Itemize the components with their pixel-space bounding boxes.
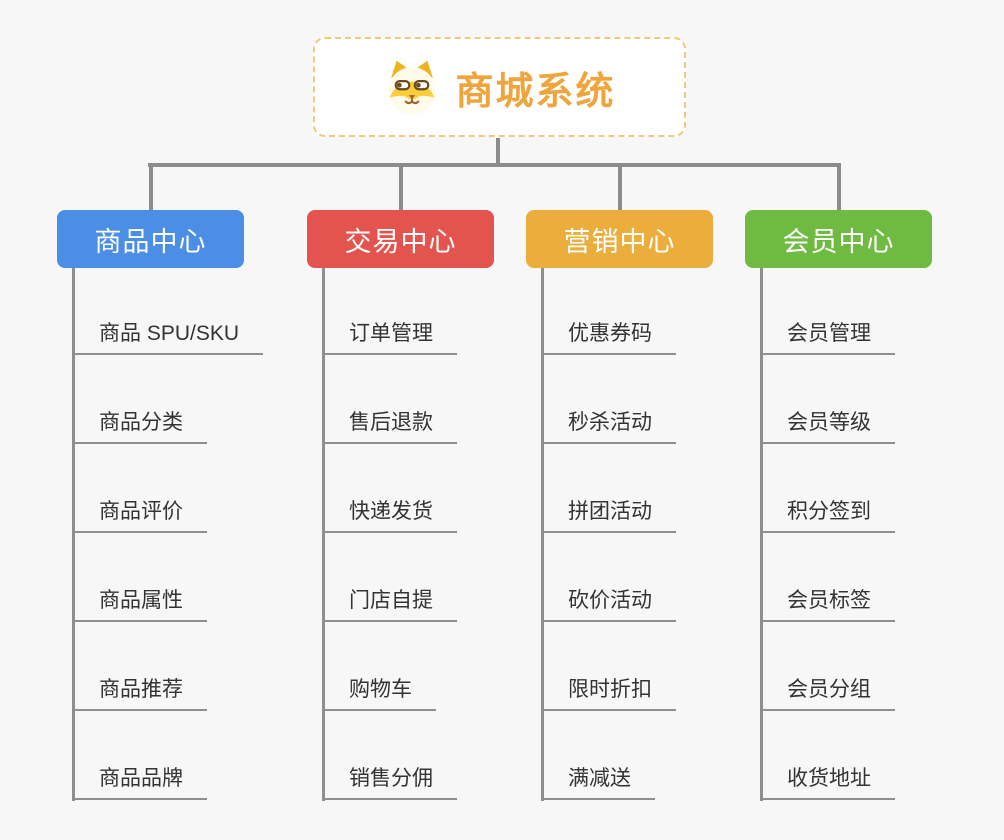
branch-spine: [72, 268, 75, 801]
branch-node-marketing-center[interactable]: 营销中心: [526, 210, 713, 268]
connector-drop-trade-center: [398, 163, 403, 210]
leaf-node-product-center-4[interactable]: 商品推荐: [72, 673, 207, 711]
leaf-node-member-center-3[interactable]: 会员标签: [760, 584, 895, 622]
leaf-node-marketing-center-3[interactable]: 砍价活动: [541, 584, 676, 622]
branch-node-trade-center[interactable]: 交易中心: [307, 210, 494, 268]
leaf-node-marketing-center-0[interactable]: 优惠券码: [541, 317, 676, 355]
leaf-node-member-center-4[interactable]: 会员分组: [760, 673, 895, 711]
leaf-node-trade-center-5[interactable]: 销售分佣: [322, 762, 457, 800]
dog-icon: [383, 58, 441, 116]
leaf-node-marketing-center-1[interactable]: 秒杀活动: [541, 406, 676, 444]
branch-spine: [322, 268, 325, 801]
leaf-node-product-center-1[interactable]: 商品分类: [72, 406, 207, 444]
branch-node-product-center[interactable]: 商品中心: [57, 210, 244, 268]
connector-drop-member-center: [836, 163, 841, 210]
leaf-node-product-center-2[interactable]: 商品评价: [72, 495, 207, 533]
leaf-node-member-center-2[interactable]: 积分签到: [760, 495, 895, 533]
leaf-node-product-center-0[interactable]: 商品 SPU/SKU: [72, 317, 264, 355]
leaf-node-marketing-center-4[interactable]: 限时折扣: [541, 673, 676, 711]
leaf-node-member-center-0[interactable]: 会员管理: [760, 317, 895, 355]
leaf-node-member-center-1[interactable]: 会员等级: [760, 406, 895, 444]
leaf-node-trade-center-1[interactable]: 售后退款: [322, 406, 457, 444]
root-title: 商城系统: [455, 70, 616, 113]
connector-bus: [148, 163, 840, 167]
leaf-node-marketing-center-2[interactable]: 拼团活动: [541, 495, 676, 533]
connector-root-stub: [496, 138, 500, 164]
root-node[interactable]: 商城系统: [313, 37, 686, 137]
leaf-node-product-center-3[interactable]: 商品属性: [72, 584, 207, 622]
connector-drop-marketing-center: [617, 163, 622, 210]
leaf-node-product-center-5[interactable]: 商品品牌: [72, 762, 207, 800]
branch-spine: [541, 268, 544, 801]
branch-spine: [760, 268, 763, 801]
branch-node-member-center[interactable]: 会员中心: [745, 210, 932, 268]
leaf-node-member-center-5[interactable]: 收货地址: [760, 762, 895, 800]
leaf-node-trade-center-4[interactable]: 购物车: [322, 673, 436, 711]
leaf-node-trade-center-0[interactable]: 订单管理: [322, 317, 457, 355]
leaf-node-trade-center-2[interactable]: 快递发货: [322, 495, 457, 533]
leaf-node-trade-center-3[interactable]: 门店自提: [322, 584, 457, 622]
connector-drop-product-center: [148, 163, 153, 210]
leaf-node-marketing-center-5[interactable]: 满减送: [541, 762, 655, 800]
